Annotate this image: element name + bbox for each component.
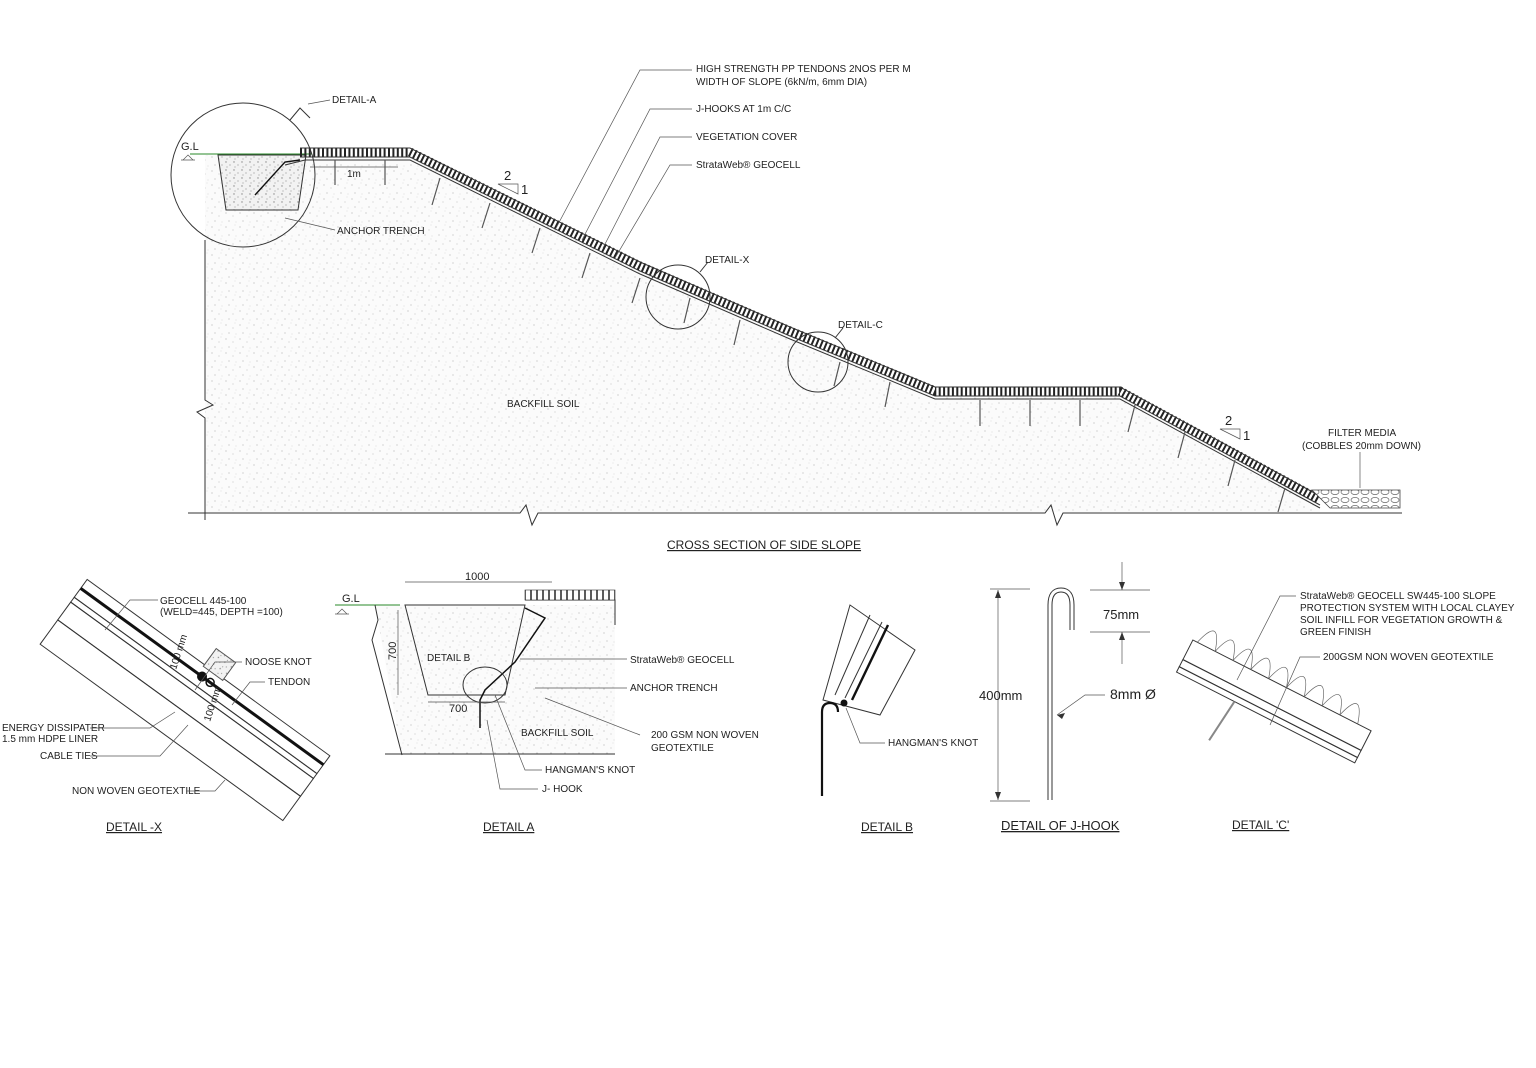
dc-callout-4: GREEN FINISH bbox=[1300, 627, 1371, 638]
detail-c-title: DETAIL 'C' bbox=[1232, 818, 1289, 832]
leader-jhooks bbox=[581, 108, 692, 241]
filter-media-1: FILTER MEDIA bbox=[1328, 428, 1396, 439]
dx-noose-knot: NOOSE KNOT bbox=[245, 657, 312, 668]
geocell-band bbox=[300, 147, 1323, 504]
slope-ratio-2-h: 1 bbox=[1243, 428, 1250, 443]
da-geotextile-1: 200 GSM NON WOVEN bbox=[651, 730, 759, 741]
dc-callout-2: PROTECTION SYSTEM WITH LOCAL CLAYEY bbox=[1300, 603, 1515, 614]
da-anchor-trench: ANCHOR TRENCH bbox=[630, 683, 718, 694]
dc-callout-3: SOIL INFILL FOR VEGETATION GROWTH & bbox=[1300, 615, 1503, 626]
tendon-anchor bbox=[254, 159, 301, 196]
gl-label: G.L bbox=[181, 141, 199, 153]
dj-dia: 8mm Ø bbox=[1110, 686, 1156, 702]
detail-c-tag: DETAIL-C bbox=[838, 320, 883, 331]
db-hangman: HANGMAN'S KNOT bbox=[888, 738, 978, 749]
detail-jhook-title: DETAIL OF J-HOOK bbox=[1001, 818, 1120, 833]
dx-geocell-2: (WELD=445, DEPTH =100) bbox=[160, 607, 283, 618]
callout-jhooks: J-HOOKS AT 1m C/C bbox=[696, 104, 791, 115]
dc-geotextile: 200GSM NON WOVEN GEOTEXTILE bbox=[1323, 652, 1494, 663]
dx-energy-1: ENERGY DISSIPATER bbox=[2, 723, 105, 734]
detail-c: StrataWeb® GEOCELL SW445-100 SLOPE PROTE… bbox=[1175, 591, 1515, 832]
detail-x-circle bbox=[645, 264, 711, 330]
detail-a: G.L 1000 700 700 DETAIL B StrataWeb® GEO… bbox=[335, 571, 759, 834]
left-boundary bbox=[196, 240, 215, 520]
da-backfill: BACKFILL SOIL bbox=[521, 728, 594, 739]
dc-callout-1: StrataWeb® GEOCELL SW445-100 SLOPE bbox=[1300, 591, 1496, 602]
callout-vegetation: VEGETATION COVER bbox=[696, 132, 797, 143]
dx-non-woven: NON WOVEN GEOTEXTILE bbox=[72, 786, 201, 797]
dj-dim-total: 400mm bbox=[979, 688, 1022, 703]
callout-tendons-2: WIDTH OF SLOPE (6kN/m, 6mm DIA) bbox=[696, 77, 867, 88]
leader-tendons bbox=[554, 69, 692, 231]
da-detail-b-tag: DETAIL B bbox=[427, 653, 471, 664]
dx-cable-ties: CABLE TIES bbox=[40, 751, 98, 762]
detail-a-tag: DETAIL-A bbox=[332, 95, 377, 106]
da-gl: G.L bbox=[342, 593, 360, 605]
j-hooks bbox=[334, 160, 1286, 513]
slope-ratio-1-v: 2 bbox=[504, 168, 511, 183]
detail-b: HANGMAN'S KNOT DETAIL B bbox=[820, 604, 978, 834]
slope-ratio-2-v: 2 bbox=[1225, 413, 1232, 428]
da-hangman: HANGMAN'S KNOT bbox=[545, 765, 635, 776]
dx-energy-2: 1.5 mm HDPE LINER bbox=[2, 734, 98, 745]
callout-tendons-1: HIGH STRENGTH PP TENDONS 2NOS PER M bbox=[696, 64, 911, 75]
detail-a-circle bbox=[170, 102, 316, 248]
gl-marker-icon bbox=[181, 154, 195, 161]
geocell-bottom bbox=[300, 156, 1321, 506]
dx-geocell-1: GEOCELL 445-100 bbox=[160, 596, 247, 607]
cross-section-title: CROSS SECTION OF SIDE SLOPE bbox=[667, 538, 861, 552]
detail-b-title: DETAIL B bbox=[861, 820, 913, 834]
slope-triangle-2 bbox=[1219, 428, 1241, 440]
bottom-boundary bbox=[188, 503, 1402, 527]
da-geocell: StrataWeb® GEOCELL bbox=[630, 655, 735, 666]
slope-triangle-1 bbox=[497, 183, 519, 195]
leader-vegetation bbox=[602, 136, 692, 249]
callout-geocell: StrataWeb® GEOCELL bbox=[696, 160, 801, 171]
geotextile-line bbox=[284, 159, 1321, 509]
da-jhook: J- HOOK bbox=[542, 784, 583, 795]
backfill-soil-area bbox=[205, 155, 1320, 512]
filter-media bbox=[1311, 489, 1401, 509]
cross-section: G.L bbox=[170, 64, 1421, 552]
dim-1m: 1m bbox=[347, 169, 361, 180]
detail-a-title: DETAIL A bbox=[483, 820, 534, 834]
da-j-hook bbox=[479, 607, 547, 728]
detail-x-title: DETAIL -X bbox=[106, 820, 162, 834]
detail-j-hook: 400mm 75mm 8mm Ø DETAIL OF J-HOOK bbox=[979, 562, 1156, 833]
leader-geocell bbox=[614, 164, 692, 259]
detail-x-tag: DETAIL-X bbox=[705, 255, 750, 266]
anchor-trench-label: ANCHOR TRENCH bbox=[337, 226, 425, 237]
backfill-label: BACKFILL SOIL bbox=[507, 399, 580, 410]
geocell-top bbox=[300, 147, 1321, 497]
da-dim-top: 1000 bbox=[465, 571, 489, 583]
slope-ratio-1-h: 1 bbox=[521, 182, 528, 197]
detail-c-circle bbox=[787, 331, 849, 393]
da-dim-depth: 700 bbox=[387, 642, 399, 660]
da-dim-bottom: 700 bbox=[449, 703, 467, 715]
anchor-trench bbox=[217, 154, 307, 211]
dx-tendon: TENDON bbox=[268, 677, 310, 688]
filter-media-2: (COBBLES 20mm DOWN) bbox=[1302, 441, 1421, 452]
detail-x: GEOCELL 445-100 (WELD=445, DEPTH =100) N… bbox=[2, 578, 331, 834]
dj-dim-top: 75mm bbox=[1103, 607, 1139, 622]
da-geotextile-2: GEOTEXTILE bbox=[651, 743, 714, 754]
